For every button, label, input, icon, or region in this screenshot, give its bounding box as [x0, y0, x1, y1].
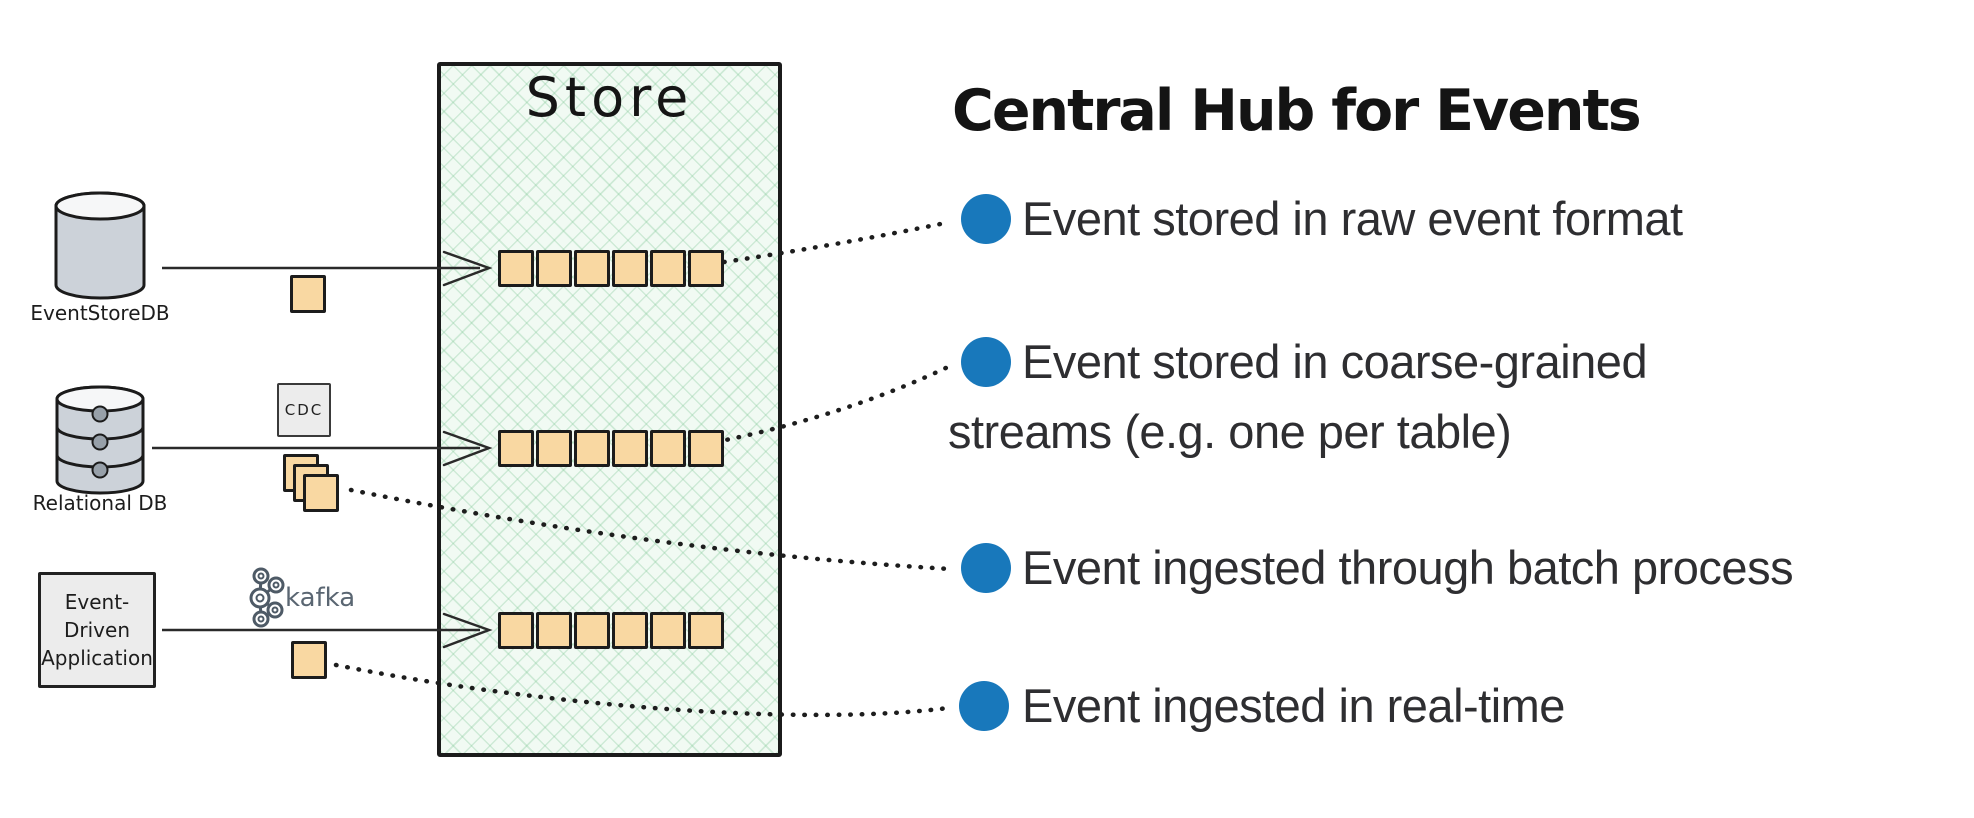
- event-square: [574, 612, 610, 649]
- eventstoredb-label: EventStoreDB: [30, 301, 170, 325]
- event-square: [612, 612, 648, 649]
- event-square: [574, 430, 610, 467]
- kafka-label: kafka: [285, 583, 356, 613]
- arrow-relationaldb-to-stream2: [152, 430, 493, 467]
- event-square: [498, 612, 534, 649]
- bullet-dot-3: [961, 543, 1011, 593]
- raw-event-marker-square: [290, 275, 326, 313]
- bullet-text-batch: Event ingested through batch process: [1022, 541, 1794, 594]
- bullet-dot-4: [959, 681, 1009, 731]
- event-square: [650, 430, 686, 467]
- app-label-line3: Application: [41, 646, 153, 670]
- arrow-eventstoredb-to-stream1: [162, 250, 493, 287]
- app-label-line2: Driven: [64, 618, 130, 642]
- event-square: [612, 250, 648, 287]
- event-square: [688, 612, 724, 649]
- relational-db-label: Relational DB: [32, 491, 168, 515]
- bullet-text-realtime: Event ingested in real-time: [1022, 679, 1565, 732]
- bullet-text-coarse-grained-line2: streams (e.g. one per table): [948, 405, 1512, 458]
- bullet-dot-2: [961, 337, 1011, 387]
- arrow-application-to-stream3: [162, 612, 493, 649]
- event-square: [650, 250, 686, 287]
- stream-row-2: [498, 430, 724, 467]
- bullet-text-coarse-grained-line1: Event stored in coarse-grained: [1022, 335, 1648, 388]
- event-square: [498, 430, 534, 467]
- cdc-box: CDC: [277, 383, 331, 437]
- store-title: Store: [525, 66, 694, 129]
- stream-row-3: [498, 612, 724, 649]
- dotted-connector-coarse-grained: [713, 363, 953, 445]
- event-square: [650, 612, 686, 649]
- dotted-connector-raw-format: [687, 219, 953, 270]
- event-square: [612, 430, 648, 467]
- event-square: [536, 430, 572, 467]
- panel-title: Central Hub for Events: [952, 78, 1642, 144]
- event-square: [536, 612, 572, 649]
- store-box: [437, 62, 782, 757]
- cdc-label: CDC: [284, 401, 324, 419]
- event-driven-application-box: Event- Driven Application: [38, 572, 156, 688]
- dotted-connector-realtime: [333, 662, 951, 718]
- eventstoredb-cylinder-icon: [54, 191, 146, 300]
- event-square: [688, 430, 724, 467]
- event-square: [688, 250, 724, 287]
- realtime-event-marker-square: [291, 641, 327, 679]
- batch-event-square-3: [303, 474, 339, 512]
- app-label-line1: Event-: [64, 590, 130, 614]
- kafka-logo-icon: [249, 567, 285, 628]
- event-square: [574, 250, 610, 287]
- relational-db-cylinder-icon: [55, 385, 145, 495]
- stream-row-1: [498, 250, 724, 287]
- dotted-connector-batch: [348, 487, 953, 572]
- bullet-dot-1: [961, 194, 1011, 244]
- bullet-text-raw-format: Event stored in raw event format: [1022, 192, 1683, 245]
- event-square: [498, 250, 534, 287]
- event-square: [536, 250, 572, 287]
